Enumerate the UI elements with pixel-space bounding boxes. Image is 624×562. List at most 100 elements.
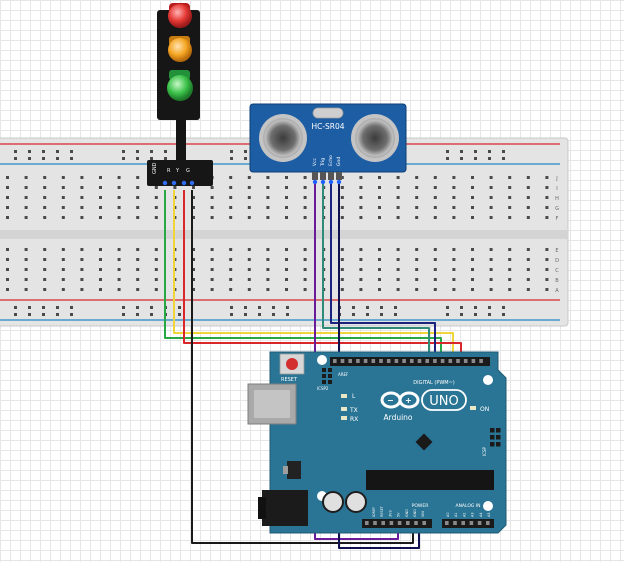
- breadboard-hole[interactable]: [303, 176, 307, 179]
- breadboard-hole[interactable]: [136, 176, 140, 179]
- breadboard-hole[interactable]: [471, 216, 474, 219]
- breadboard-hole[interactable]: [340, 268, 344, 271]
- rail-hole[interactable]: [272, 306, 275, 309]
- breadboard-hole[interactable]: [396, 248, 400, 251]
- rail-hole[interactable]: [42, 313, 45, 316]
- rail-hole[interactable]: [394, 313, 397, 316]
- breadboard-hole[interactable]: [471, 268, 474, 271]
- breadboard-hole[interactable]: [117, 216, 121, 219]
- rail-hole[interactable]: [70, 306, 73, 309]
- breadboard-hole[interactable]: [285, 206, 288, 209]
- breadboard-hole[interactable]: [247, 206, 251, 209]
- rail-hole[interactable]: [70, 150, 73, 153]
- breadboard-hole[interactable]: [489, 186, 493, 189]
- breadboard-hole[interactable]: [303, 248, 307, 251]
- rail-hole[interactable]: [258, 313, 261, 316]
- breadboard-hole[interactable]: [247, 216, 251, 219]
- breadboard-hole[interactable]: [433, 278, 437, 281]
- breadboard-hole[interactable]: [210, 278, 214, 281]
- power-pin[interactable]: [422, 521, 426, 525]
- breadboard-hole[interactable]: [154, 288, 158, 291]
- breadboard-hole[interactable]: [266, 268, 270, 271]
- rail-hole[interactable]: [474, 150, 477, 153]
- breadboard-hole[interactable]: [396, 268, 400, 271]
- breadboard-hole[interactable]: [303, 206, 307, 209]
- rail-hole[interactable]: [502, 157, 505, 160]
- breadboard-hole[interactable]: [396, 288, 400, 291]
- breadboard-hole[interactable]: [471, 288, 474, 291]
- breadboard-hole[interactable]: [6, 186, 9, 189]
- breadboard-hole[interactable]: [80, 196, 84, 199]
- breadboard-hole[interactable]: [285, 268, 288, 271]
- breadboard-hole[interactable]: [340, 176, 344, 179]
- breadboard-hole[interactable]: [210, 268, 214, 271]
- rail-hole[interactable]: [164, 150, 167, 153]
- wire-yellow[interactable]: [173, 190, 454, 362]
- breadboard-hole[interactable]: [61, 288, 65, 291]
- breadboard-hole[interactable]: [173, 186, 177, 189]
- breadboard-hole[interactable]: [136, 258, 140, 261]
- breadboard-hole[interactable]: [285, 186, 288, 189]
- breadboard-hole[interactable]: [340, 258, 344, 261]
- breadboard-hole[interactable]: [433, 288, 437, 291]
- digital-pin[interactable]: [394, 359, 399, 363]
- breadboard-hole[interactable]: [359, 206, 363, 209]
- rail-hole[interactable]: [380, 306, 383, 309]
- breadboard-hole[interactable]: [24, 288, 28, 291]
- icsp2-pin[interactable]: [322, 380, 326, 384]
- breadboard-hole[interactable]: [489, 288, 493, 291]
- breadboard-hole[interactable]: [526, 258, 530, 261]
- breadboard-hole[interactable]: [24, 196, 28, 199]
- breadboard-hole[interactable]: [340, 206, 344, 209]
- breadboard-hole[interactable]: [192, 278, 195, 281]
- rail-hole[interactable]: [56, 157, 59, 160]
- breadboard-hole[interactable]: [508, 258, 512, 261]
- rail-hole[interactable]: [502, 150, 505, 153]
- breadboard-hole[interactable]: [285, 288, 288, 291]
- breadboard-hole[interactable]: [489, 216, 493, 219]
- breadboard-hole[interactable]: [378, 216, 381, 219]
- breadboard-hole[interactable]: [378, 288, 381, 291]
- breadboard-hole[interactable]: [210, 196, 214, 199]
- rail-hole[interactable]: [136, 150, 139, 153]
- rail-hole[interactable]: [460, 306, 463, 309]
- breadboard-hole[interactable]: [80, 268, 84, 271]
- breadboard-hole[interactable]: [99, 258, 102, 261]
- breadboard-hole[interactable]: [229, 206, 233, 209]
- breadboard-hole[interactable]: [433, 206, 437, 209]
- breadboard-hole[interactable]: [136, 278, 140, 281]
- breadboard-hole[interactable]: [136, 288, 140, 291]
- breadboard-hole[interactable]: [210, 186, 214, 189]
- breadboard-hole[interactable]: [285, 196, 288, 199]
- analog-pin[interactable]: [445, 521, 449, 525]
- breadboard-hole[interactable]: [192, 186, 195, 189]
- breadboard-hole[interactable]: [99, 268, 102, 271]
- breadboard-hole[interactable]: [452, 258, 456, 261]
- rail-hole[interactable]: [14, 157, 17, 160]
- digital-pin[interactable]: [371, 359, 376, 363]
- rail-hole[interactable]: [488, 157, 491, 160]
- breadboard-hole[interactable]: [61, 216, 65, 219]
- breadboard-hole[interactable]: [99, 216, 102, 219]
- breadboard-hole[interactable]: [136, 196, 140, 199]
- traffic-light-pin[interactable]: [181, 180, 187, 186]
- breadboard-hole[interactable]: [396, 206, 400, 209]
- digital-pin[interactable]: [410, 359, 414, 363]
- rail-hole[interactable]: [150, 306, 153, 309]
- rail-hole[interactable]: [474, 306, 477, 309]
- breadboard-hole[interactable]: [508, 248, 512, 251]
- breadboard-hole[interactable]: [80, 206, 84, 209]
- breadboard-hole[interactable]: [526, 206, 530, 209]
- breadboard-hole[interactable]: [415, 248, 419, 251]
- breadboard-hole[interactable]: [285, 278, 288, 281]
- breadboard-hole[interactable]: [545, 206, 549, 209]
- breadboard-hole[interactable]: [266, 278, 270, 281]
- analog-pin[interactable]: [453, 521, 457, 525]
- breadboard-hole[interactable]: [24, 268, 28, 271]
- rail-hole[interactable]: [474, 313, 477, 316]
- icsp-pin[interactable]: [490, 435, 495, 440]
- sensor-pin[interactable]: [312, 179, 318, 185]
- breadboard-hole[interactable]: [61, 268, 65, 271]
- rail-hole[interactable]: [446, 306, 449, 309]
- analog-pin[interactable]: [486, 521, 490, 525]
